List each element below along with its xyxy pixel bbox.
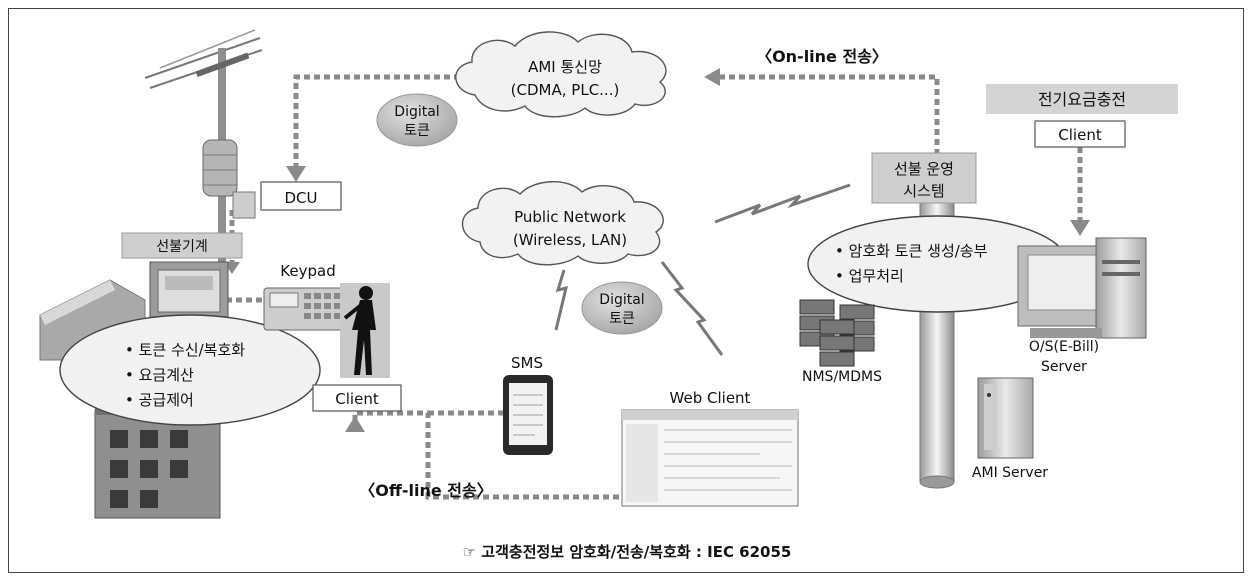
meter-function-2: • 요금계산 [125,366,194,384]
digital-token-1-line1: Digital [394,104,439,120]
web-page-icon [621,409,799,507]
ami-to-dcu-line [293,74,470,166]
standard-caption: ☞ 고객충전정보 암호화/전송/복호화 : IEC 62055 [463,543,792,561]
prepaid-system-label-2: 시스템 [903,182,944,200]
client-right-box [1034,120,1126,148]
client-left-label: Client [335,390,379,408]
ami-network-cloud [455,31,667,118]
ami-server-label: AMI Server [972,465,1048,481]
arrow-down-dcu-icon [286,166,306,182]
system-function-2: • 업무처리 [835,267,904,285]
dcu-label: DCU [284,189,317,207]
digital-token-1-line2: 토큰 [404,123,430,139]
prepaid-meter-label: 선불기계 [156,239,208,255]
prepaid-system-box [871,152,977,204]
online-transfer-label: 〈On-line 전송〉 [756,47,888,66]
charging-label: 전기요금충전 [1038,90,1126,109]
meter-function-1: • 토큰 수신/복호화 [125,341,245,359]
wireless-signal-icons [554,183,851,356]
digital-token-2-line2: 토큰 [609,311,635,327]
meter-function-3: • 공급제어 [125,391,194,409]
ami-network-label: AMI 통신망 [528,58,602,76]
web-client-label: Web Client [670,389,751,407]
sms-label: SMS [511,354,543,372]
arrow-left-ami-icon [704,68,720,86]
os-server-label-1: O/S(E-Bill) [1029,339,1099,355]
os-server-icon [1017,237,1147,339]
ami-server-icon [977,377,1034,459]
prepaid-meter-box [121,232,243,259]
dcu-box [260,181,342,211]
digital-token-badge-1 [376,93,458,147]
arrow-up-client-icon [345,416,365,432]
keypad-icon [263,287,353,331]
digital-token-2-line1: Digital [599,292,644,308]
ami-network-sub: (CDMA, PLC...) [511,81,620,99]
arrow-down-server-icon [1070,220,1090,236]
utility-pole-icon [144,29,263,278]
client-left-box [312,384,402,412]
system-function-1: • 암호화 토큰 생성/송부 [835,242,988,260]
online-path [286,68,940,182]
system-to-ami-line [720,74,940,155]
public-network-cloud [461,181,664,266]
public-network-label: Public Network [514,208,626,226]
building-icon [94,405,221,519]
phone-icon [503,375,553,455]
public-network-sub: (Wireless, LAN) [513,231,627,249]
digital-token-badge-2 [581,281,663,335]
client-right-label: Client [1058,126,1102,144]
prepaid-system-label-1: 선불 운영 [894,160,954,178]
charging-link [1070,147,1090,236]
keypad-label: Keypad [280,262,335,280]
offline-transfer-label: 〈Off-line 전송〉 [359,481,492,500]
charging-box [986,84,1178,114]
nms-mdms-label: NMS/MDMS [802,369,882,385]
person-icon [340,283,390,378]
os-server-label-2: Server [1041,359,1087,375]
nms-mdms-servers-icon [799,299,875,367]
meter-function-bubble [59,314,321,426]
